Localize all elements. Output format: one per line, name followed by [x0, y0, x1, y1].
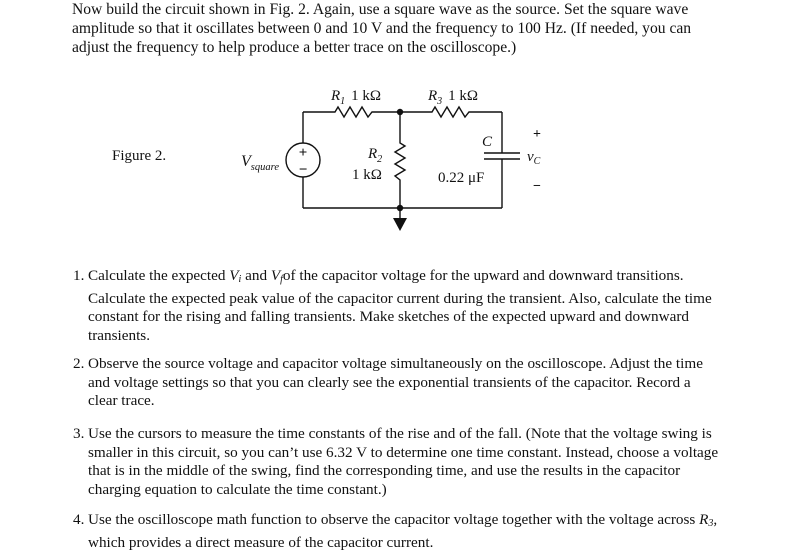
step-text: Use the oscilloscope math function to ob… [88, 511, 718, 551]
r2-value: 1 kΩ [352, 167, 382, 183]
ground-icon [393, 218, 407, 231]
source-minus: − [299, 162, 308, 178]
step-number: 3. [73, 425, 85, 442]
r1-label: R [330, 88, 340, 104]
step-item-2: 2. Observe the source voltage and capaci… [73, 355, 723, 411]
svg-text:vC: vC [527, 149, 541, 167]
svg-text:Vsquare: Vsquare [241, 153, 279, 173]
resistor-r3-symbol [400, 105, 502, 119]
vc-plus: + [533, 127, 541, 142]
voltage-source-symbol [285, 142, 321, 178]
source-plus: + [299, 145, 308, 161]
source-subscript: square [251, 162, 280, 173]
figure-label: Figure 2. [112, 148, 167, 164]
source-label: V [241, 153, 253, 170]
node-dot [396, 108, 404, 116]
vc-label: v [527, 149, 534, 165]
step-item-4: 4. Use the oscilloscope math function to… [73, 511, 723, 552]
svg-text:R2: R2 [367, 146, 382, 165]
svg-text:R31 kΩ: R31 kΩ [427, 88, 478, 107]
intro-paragraph: Now build the circuit shown in Fig. 2. A… [72, 1, 692, 56]
step-number: 2. [73, 355, 85, 372]
step-number: 4. [73, 511, 85, 528]
capacitor-symbol [484, 152, 520, 160]
capacitor-value: 0.22 μF [438, 170, 484, 186]
node-dot [396, 204, 404, 212]
capacitor-label: C [482, 134, 493, 150]
step-text: Use the cursors to measure the time cons… [88, 425, 719, 498]
step-text: Calculate the expected Vi and Vfof the c… [88, 267, 712, 344]
vc-minus: − [533, 179, 541, 194]
r3-label: R [427, 88, 437, 104]
r2-label: R [367, 146, 377, 162]
step-item-3: 3. Use the cursors to measure the time c… [73, 425, 723, 499]
resistor-r2-symbol [393, 112, 407, 208]
svg-text:R11 kΩ: R11 kΩ [330, 88, 381, 107]
r3-value: 1 kΩ [448, 88, 478, 104]
step-text: Observe the source voltage and capacitor… [88, 355, 703, 410]
resistor-r1-symbol [303, 105, 400, 119]
r1-value: 1 kΩ [351, 88, 381, 104]
step-item-1: 1. Calculate the expected Vi and Vfof th… [73, 267, 723, 345]
step-number: 1. [73, 267, 85, 284]
